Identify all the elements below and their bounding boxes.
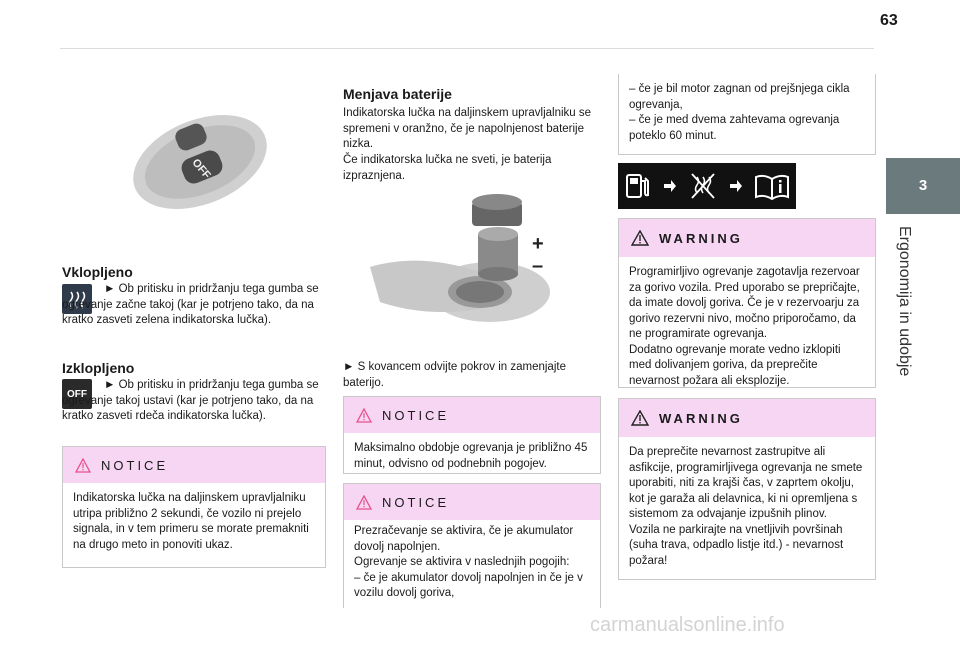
notice-triangle-icon xyxy=(75,457,91,473)
warning-text: Programirljivo ogrevanje zagotavlja reze… xyxy=(629,266,860,340)
warning-label: WARNING xyxy=(659,410,743,426)
heating-on-icon xyxy=(62,284,92,314)
fuel-pump-icon xyxy=(625,174,649,198)
notice-triangle-icon xyxy=(356,407,372,423)
top-divider xyxy=(60,48,874,49)
warning-text: Vozila ne parkirajte na vnetljivih površ… xyxy=(629,523,844,567)
page-number: 63 xyxy=(880,12,898,29)
notice-text: Maksimalno obdobje ogrevanja je približn… xyxy=(354,442,588,470)
notice-label: NOTICE xyxy=(101,457,169,473)
arrow-right-icon xyxy=(664,180,677,192)
section-title-off: Izklopljeno xyxy=(62,360,135,376)
refuel-sequence-icons xyxy=(618,163,796,209)
notice-label: NOTICE xyxy=(382,407,450,423)
warning-triangle-icon xyxy=(631,410,649,426)
section-title-battery: Menjava baterije xyxy=(343,86,452,102)
warning-box-2: WARNING Da preprečite nevarnost zastrupi… xyxy=(618,398,876,580)
heating-off-icon: OFF xyxy=(62,379,92,409)
warning-text: Dodatno ogrevanje morate vedno izklopiti… xyxy=(629,343,841,387)
notice-text: Ogrevanje se aktivira v naslednjih pogoj… xyxy=(354,556,570,568)
notice-triangle-icon xyxy=(356,494,372,510)
off-description: ► Ob pritisku in pridržanju tega gumba s… xyxy=(62,379,319,422)
battery-replacement-illustration: + – xyxy=(370,194,550,322)
notice-box-1: NOTICE Indikatorska lučka na daljinskem … xyxy=(62,446,326,568)
notice-header: NOTICE xyxy=(63,447,325,483)
notice-label: NOTICE xyxy=(382,494,450,510)
notice-header: NOTICE xyxy=(344,484,600,520)
chapter-tab[interactable]: 3 xyxy=(886,158,960,214)
notice-text: – če je akumulator dovolj napolnjen in č… xyxy=(354,571,583,600)
warning-triangle-icon xyxy=(631,230,649,246)
battery-text-2: Če indikatorska lučka ne sveti, je bater… xyxy=(343,154,552,182)
warning-header: WARNING xyxy=(619,219,875,257)
warning-header: WARNING xyxy=(619,399,875,437)
remote-control-illustration: OFF xyxy=(133,115,267,209)
section-title-on: Vklopljeno xyxy=(62,264,133,280)
notice-box-2: NOTICE Maksimalno obdobje ogrevanja je p… xyxy=(343,396,601,474)
notice-text: Prezračevanje se aktivira, če je akumula… xyxy=(354,525,574,553)
warning-box-1: WARNING Programirljivo ogrevanje zagotav… xyxy=(618,218,876,388)
manual-info-icon xyxy=(755,174,790,201)
notice-text: – če je med dvema zahtevama ogrevanja po… xyxy=(629,114,840,142)
watermark: carmanualsonline.info xyxy=(590,614,785,636)
battery-text-1: Indikatorska lučka na daljinskem upravlj… xyxy=(343,107,592,150)
continued-notice: – če je bil motor zagnan od prejšnjega c… xyxy=(618,74,876,155)
notice-header: NOTICE xyxy=(344,397,600,433)
arrow-right-icon xyxy=(729,180,742,192)
on-description: ► Ob pritisku in pridržanju tega gumba s… xyxy=(62,283,319,326)
plus-sign: + xyxy=(532,233,544,255)
coin-instruction: ► S kovancem odvijte pokrov in zamenjajt… xyxy=(343,361,566,389)
warning-text: Da preprečite nevarnost zastrupitve ali … xyxy=(629,446,863,520)
heating-off-crossed-icon xyxy=(691,173,715,199)
chapter-title: Ergonomija in udobje xyxy=(896,226,913,377)
warning-label: WARNING xyxy=(659,230,743,246)
notice-box-3: NOTICE Prezračevanje se aktivira, če je … xyxy=(343,483,601,608)
notice-text: – če je bil motor zagnan od prejšnjega c… xyxy=(629,83,850,111)
minus-sign: – xyxy=(532,255,543,277)
notice-text: Indikatorska lučka na daljinskem upravlj… xyxy=(73,492,309,551)
